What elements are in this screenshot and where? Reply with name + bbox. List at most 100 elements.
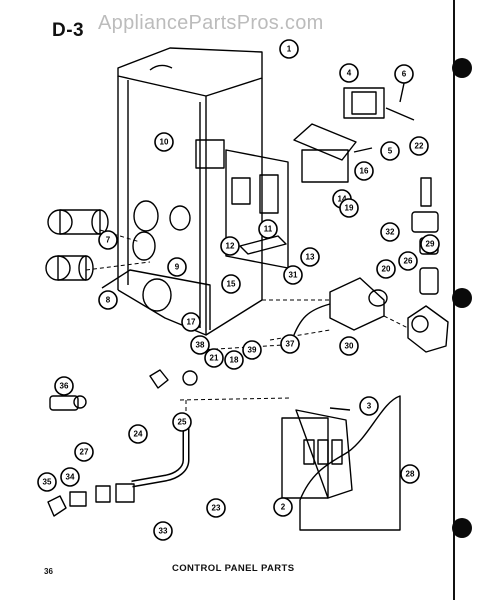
- callout-label: 38: [196, 341, 205, 350]
- callout-label: 35: [43, 478, 52, 487]
- gas-valve: [407, 305, 449, 353]
- callout-label: 11: [264, 225, 273, 234]
- callout-circle: [280, 334, 300, 354]
- callout-10: 10: [154, 132, 174, 152]
- callout-7: 7: [98, 230, 118, 250]
- callout-circle: [409, 136, 429, 156]
- binder-hole-bottom: [452, 518, 472, 538]
- callout-label: 22: [415, 142, 424, 151]
- callout-22: 22: [409, 136, 429, 156]
- capacitor-upper: [47, 209, 109, 235]
- compression-fitting: [411, 211, 439, 233]
- callout-36: 36: [54, 376, 74, 396]
- contactor: [281, 409, 353, 499]
- callout-circle: [273, 497, 293, 517]
- fitting-adapter: [419, 267, 439, 295]
- callout-label: 26: [404, 257, 413, 266]
- nut-24: [149, 369, 169, 389]
- fitting-35: [47, 495, 67, 517]
- callout-35: 35: [37, 472, 57, 492]
- callout-9: 9: [167, 257, 187, 277]
- callout-3: 3: [359, 396, 379, 416]
- callout-8: 8: [98, 290, 118, 310]
- callout-circle: [60, 467, 80, 487]
- callout-38: 38: [190, 335, 210, 355]
- callout-circle: [220, 236, 240, 256]
- callout-label: 4: [347, 69, 352, 78]
- callout-circle: [154, 132, 174, 152]
- callout-5: 5: [380, 141, 400, 161]
- callout-circle: [98, 230, 118, 250]
- callout-4: 4: [339, 63, 359, 83]
- callout-circle: [359, 396, 379, 416]
- transformer: [343, 87, 385, 119]
- callout-label: 34: [66, 473, 75, 482]
- capacitor-lower: [45, 255, 94, 281]
- callout-12: 12: [220, 236, 240, 256]
- callout-27: 27: [74, 442, 94, 462]
- callout-29: 29: [420, 234, 440, 254]
- callout-circle: [221, 274, 241, 294]
- callout-23: 23: [206, 498, 226, 518]
- callout-label: 9: [175, 263, 180, 272]
- callout-circle: [206, 498, 226, 518]
- binder-hole-top: [452, 58, 472, 78]
- cover-panel: [299, 395, 401, 531]
- callout-label: 16: [360, 167, 369, 176]
- callout-2: 2: [273, 497, 293, 517]
- callout-label: 23: [212, 504, 221, 513]
- callout-34: 34: [60, 467, 80, 487]
- callout-circle: [128, 424, 148, 444]
- callout-label: 14: [338, 195, 347, 204]
- callout-label: 33: [159, 527, 168, 536]
- callout-6: 6: [394, 64, 414, 84]
- callout-15: 15: [221, 274, 241, 294]
- callout-label: 27: [80, 448, 89, 457]
- callout-20: 20: [376, 259, 396, 279]
- callout-circle: [279, 39, 299, 59]
- callout-label: 3: [367, 402, 372, 411]
- callout-circle: [98, 290, 118, 310]
- control-box-housing: [117, 47, 263, 336]
- callout-circle: [398, 251, 418, 271]
- callout-label: 25: [178, 418, 187, 427]
- connector-36: [49, 395, 87, 411]
- callout-circle: [354, 161, 374, 181]
- callout-21: 21: [204, 348, 224, 368]
- callout-11: 11: [258, 219, 278, 239]
- callout-circle: [204, 348, 224, 368]
- callout-label: 18: [230, 356, 239, 365]
- fitting-34: [69, 491, 87, 507]
- callout-circle: [283, 265, 303, 285]
- callout-label: 1: [287, 45, 292, 54]
- callout-circle: [339, 336, 359, 356]
- callout-label: 10: [160, 138, 169, 147]
- callout-label: 24: [134, 430, 143, 439]
- callout-label: 29: [426, 240, 435, 249]
- callout-26: 26: [398, 251, 418, 271]
- callout-group: 1234567891011121314151617181920212223242…: [37, 39, 440, 541]
- callout-label: 20: [382, 265, 391, 274]
- callout-label: 19: [345, 204, 354, 213]
- fitting-27: [95, 485, 111, 503]
- callout-circle: [380, 141, 400, 161]
- terminal-strip: [239, 235, 287, 255]
- callout-label: 39: [248, 346, 257, 355]
- callout-32: 32: [380, 222, 400, 242]
- callout-circle: [394, 64, 414, 84]
- callout-circle: [380, 222, 400, 242]
- panel-knockout-hole: [132, 231, 156, 261]
- callout-label: 7: [106, 236, 111, 245]
- callout-label: 13: [306, 253, 315, 262]
- callout-circle: [300, 247, 320, 267]
- callout-30: 30: [339, 336, 359, 356]
- binder-hole-middle: [452, 288, 472, 308]
- callout-circle: [172, 412, 192, 432]
- callout-circle: [242, 340, 262, 360]
- callout-33: 33: [153, 521, 173, 541]
- callout-label: 28: [406, 470, 415, 479]
- diagram-title: CONTROL PANEL PARTS: [172, 563, 295, 574]
- callout-39: 39: [242, 340, 262, 360]
- callout-24: 24: [128, 424, 148, 444]
